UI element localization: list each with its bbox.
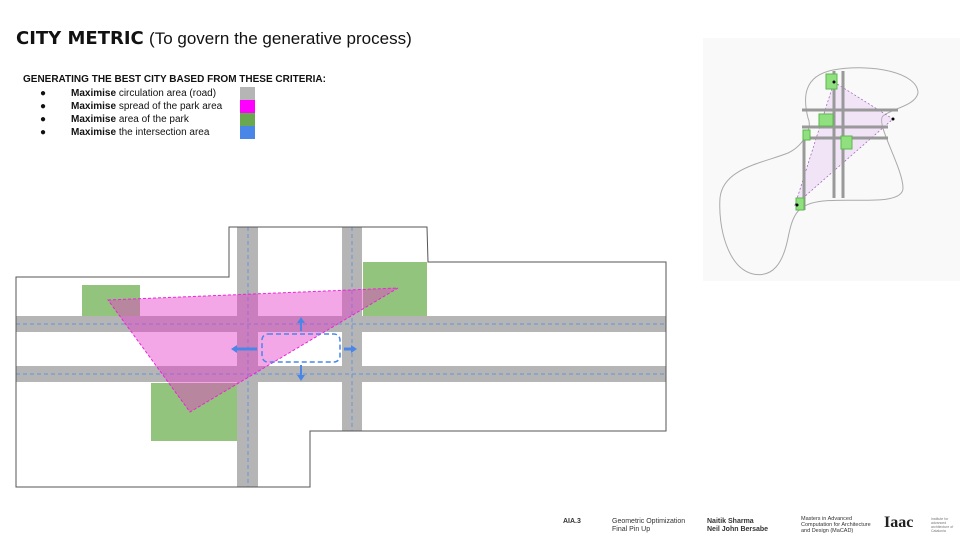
site-boundary — [719, 67, 919, 276]
page-title: CITY METRIC (To govern the generative pr… — [16, 28, 412, 50]
program-name: Masters in Advanced — [801, 516, 853, 522]
course-subtitle: Final Pin Up — [612, 526, 651, 533]
arrow-left-icon — [231, 345, 257, 353]
program-name: Computation for Architecture — [801, 522, 871, 528]
course-title: Geometric Optimization — [612, 518, 686, 525]
generated-city-render — [703, 38, 960, 281]
park — [840, 135, 853, 150]
park — [802, 129, 811, 141]
course-code: AIA.3 — [563, 518, 581, 525]
criterion-road: ●Maximise circulation area (road) — [40, 88, 217, 99]
site-outline — [15, 226, 667, 488]
intersection-area — [261, 333, 341, 363]
criterion-park-area: ●Maximise area of the park — [40, 114, 189, 125]
road-vertical — [237, 227, 258, 487]
swatch-spread — [240, 100, 255, 113]
park — [82, 285, 140, 316]
author-name: Naitik Sharma — [707, 518, 754, 525]
title-subtitle: (To govern the generative process) — [149, 29, 412, 48]
program-name: and Design (MaCAD) — [801, 528, 854, 534]
swatch-park — [240, 113, 255, 126]
criterion-intersection: ●Maximise the intersection area — [40, 127, 210, 138]
criterion-spread: ●Maximise spread of the park area — [40, 101, 223, 112]
criteria-heading: GENERATING THE BEST CITY BASED FROM THES… — [23, 74, 326, 85]
park — [818, 113, 834, 127]
arrow-down-icon — [297, 365, 305, 381]
park — [825, 73, 838, 90]
swatch-road — [240, 87, 255, 100]
arrow-up-icon — [297, 317, 305, 331]
iaac-logo: Iaac — [884, 514, 914, 531]
park — [151, 383, 237, 441]
iaac-logo-text: Institute for advanced architecture of C… — [931, 517, 954, 533]
swatch-intersection — [240, 126, 255, 139]
arrow-right-icon — [344, 345, 357, 353]
title-bold: CITY METRIC — [16, 28, 144, 49]
author-name: Neil John Bersabe — [707, 526, 769, 533]
